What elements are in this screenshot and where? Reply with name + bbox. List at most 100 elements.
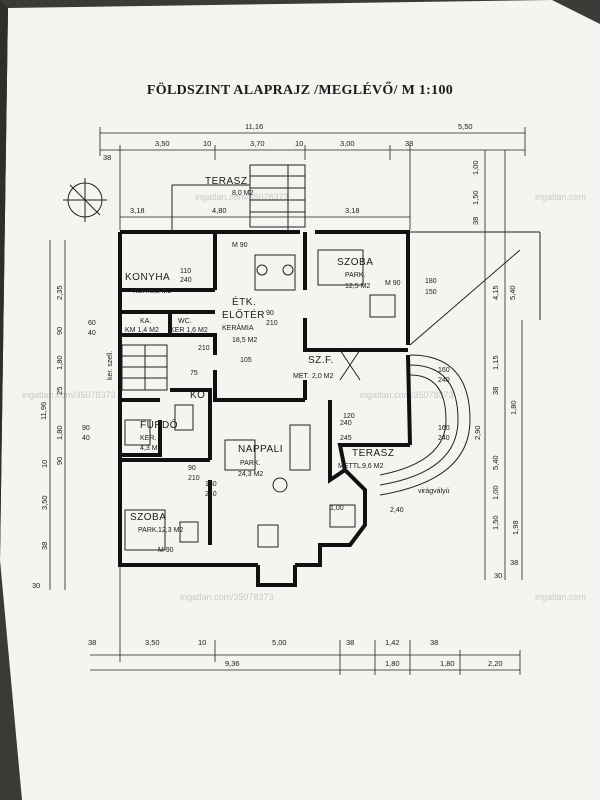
opening-label: 1,00 [330, 505, 344, 512]
room-floor: METTL. [338, 463, 363, 470]
room-name: KA. [140, 318, 151, 325]
east-terrace-steps [339, 231, 541, 496]
watermark: ingatlan.com [535, 592, 586, 602]
dim-label: 1,80 [55, 425, 64, 440]
room-name: ÉTK. [232, 295, 256, 308]
note-label: virágvályú [418, 488, 450, 495]
north-arrow-icon [63, 178, 107, 222]
dim-label: 2,20 [488, 659, 503, 668]
room-floor: MET. [293, 373, 309, 380]
opening-label: 90 [188, 465, 196, 472]
dim-label: 10 [198, 638, 206, 647]
room-area: 9,6 M2 [362, 463, 384, 470]
room-name: ELŐTÉR [222, 307, 265, 321]
opening-label: 75 [190, 370, 198, 377]
dim-label: 3,50 [40, 495, 49, 510]
dim-label: 1,80 [385, 659, 400, 668]
dim-label: 1,00 [491, 485, 500, 500]
opening-label: 110 [180, 268, 191, 275]
opening-label: 245 [340, 435, 352, 442]
opening-label: 210 [188, 475, 200, 482]
room-name: KO [190, 390, 205, 401]
room-name: SZ.F. [308, 355, 334, 366]
dim-label: 30 [32, 581, 40, 590]
room-area: KM 1,4 M2 [125, 327, 159, 334]
room-name: FÜRDŐ [140, 417, 178, 431]
opening-label: 180 [425, 278, 437, 285]
watermark: ingatlan.com/35078373 [195, 192, 289, 202]
opening-label: 90 [266, 310, 274, 317]
room-name: SZOBA [337, 257, 373, 268]
room-area: 4,3 M2 [140, 445, 162, 452]
dim-label: 1,50 [491, 515, 500, 530]
opening-label: M 90 [158, 547, 174, 554]
dim-label: 5,40 [491, 455, 500, 470]
opening-label: M 90 [385, 280, 401, 287]
dim-label: 1,80 [55, 355, 64, 370]
dim-label: 38 [405, 139, 413, 148]
dim-label: 1,42 [385, 638, 400, 647]
dim-label: 38 [471, 217, 480, 225]
plan-title: FÖLDSZINT ALAPRAJZ /MEGLÉVŐ/ M 1:100 [147, 81, 453, 98]
right-dims: 1,00 1,50 38 4,15 5,40 1,15 38 2,90 1,80… [471, 160, 520, 580]
room-area: 8,2 M2 [150, 288, 172, 295]
dim-label: 38 [40, 542, 49, 550]
opening-label: 210 [266, 320, 278, 327]
left-dims: 11,96 2,35 90 1,80 25 1,80 90 3,50 38 30… [32, 285, 64, 590]
room-area: KER 1,6 M2 [170, 327, 208, 334]
opening-label: 120 [343, 413, 355, 420]
dim-label: 10 [40, 460, 49, 468]
opening-label: 160 [438, 367, 450, 374]
room-floor: KERÁMIA [222, 323, 254, 332]
dim-label: 3,18 [345, 206, 360, 215]
dim-label: 1,50 [471, 190, 480, 205]
opening-label: 240 [438, 435, 450, 442]
walls [118, 230, 412, 587]
room-area: 8,0 M2 [232, 190, 254, 197]
room-area: 2,0 M2 [312, 373, 334, 380]
dim-label: 3,00 [340, 139, 355, 148]
opening-label: 240 [180, 277, 192, 284]
interior-stairs [121, 344, 168, 391]
room-floor: PARK. [240, 460, 261, 467]
dim-label: 4,15 [491, 285, 500, 300]
room-floor: KER. [133, 288, 149, 295]
dimension-labels: 11,16 38 3,50 10 3,70 10 3,00 38 5,50 3,… [32, 122, 520, 668]
dim-label: 1,80 [509, 400, 518, 415]
dim-label: 2,35 [55, 285, 64, 300]
watermark: ingatlan.com [535, 192, 586, 202]
dim-label: 2,90 [473, 425, 482, 440]
opening-label: 40 [88, 330, 96, 337]
room-labels: TERASZ 8,0 M2 KONYHA KER. 8,2 M2 ÉTK. EL… [107, 176, 450, 534]
watermark: ingatlan.com/35078373 [22, 390, 116, 400]
dim-label: 1,00 [471, 160, 480, 175]
opening-label: 150 [205, 481, 217, 488]
note-label: ker. szell. [107, 351, 114, 380]
opening-label: 2,40 [390, 507, 404, 514]
opening-label: 240 [438, 377, 450, 384]
opening-label: 150 [425, 289, 437, 296]
dimension-lines [49, 127, 526, 675]
room-floor: KER. [140, 435, 156, 442]
dim-label: 38 [430, 638, 438, 647]
dim-label: 1,80 [440, 659, 455, 668]
opening-labels: M 90 110 240 90 210 180 150 M 90 105 240… [82, 242, 450, 554]
room-floor: PARK. [138, 527, 159, 534]
dim-label: 3,18 [130, 206, 145, 215]
room-area: 12,3 M2 [158, 527, 183, 534]
dim-label: 11,16 [245, 122, 263, 131]
dim-label: 3,70 [250, 139, 265, 148]
dim-label: 38 [103, 153, 111, 162]
dim-label: 5,40 [508, 285, 517, 300]
dim-label: 25 [55, 387, 64, 395]
dim-label: 3,50 [145, 638, 160, 647]
room-area: 12,5 M2 [345, 283, 370, 290]
dim-label: 1,15 [491, 355, 500, 370]
watermark: ingatlan.com/35078373 [180, 592, 274, 602]
opening-label: 240 [205, 491, 217, 498]
paper-shadow [0, 0, 8, 560]
opening-label: 105 [240, 357, 252, 364]
dim-label: 10 [295, 139, 303, 148]
watermark: ingatlan.com/35078373 [360, 390, 454, 400]
